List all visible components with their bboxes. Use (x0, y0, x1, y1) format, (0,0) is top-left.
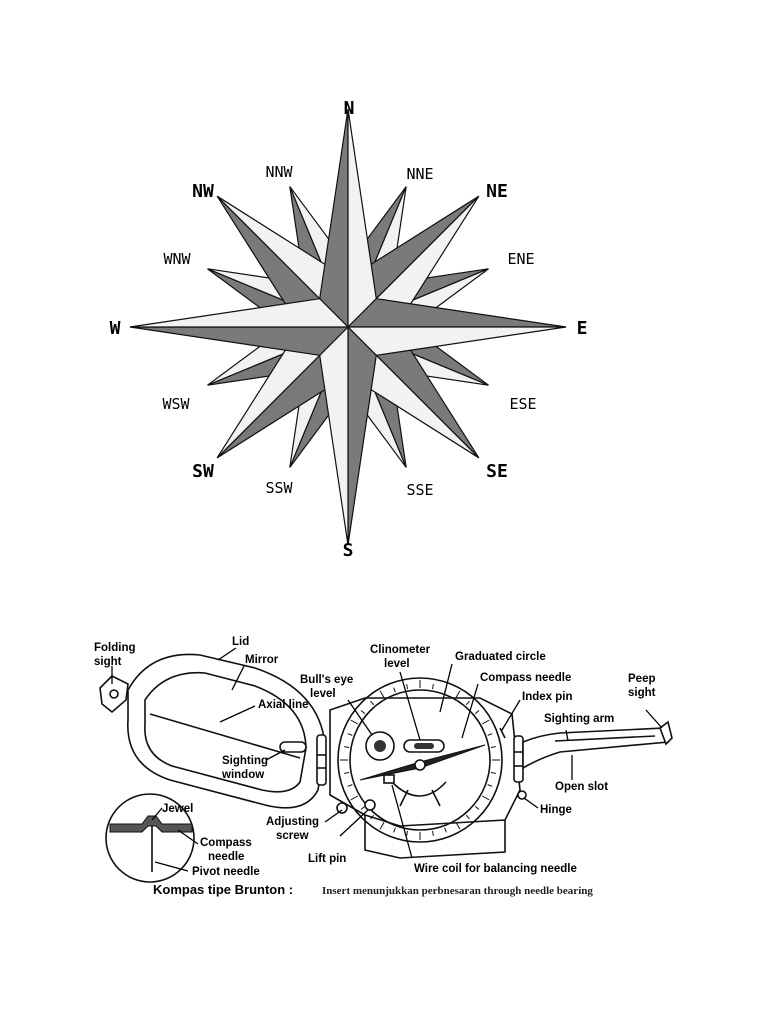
graduated-circle (337, 677, 503, 843)
graduation-tick (350, 719, 358, 725)
graduation-tick (490, 746, 496, 748)
label-w: W (110, 318, 121, 339)
jewel (109, 815, 193, 833)
graduation-tick (393, 827, 396, 833)
graduation-tick (465, 814, 470, 820)
axial-line (149, 713, 301, 759)
graduation-tick (432, 830, 434, 836)
graduation-tick (370, 700, 375, 706)
graduation-tick (406, 684, 408, 690)
graduation-tick (370, 814, 375, 820)
compass-rose (129, 108, 567, 546)
caption-subtitle: Insert menunjukkan perbnesaran through n… (322, 885, 593, 897)
label-ne: NE (486, 181, 508, 202)
label-open-slot: Open slot (555, 781, 608, 793)
label-ese: ESE (509, 395, 536, 413)
cardinal-point-3-left (129, 326, 350, 356)
peep-sight (659, 720, 673, 746)
label-hinge: Hinge (540, 804, 572, 816)
sighting-arm (522, 727, 669, 770)
label-graduated-circle: Graduated circle (455, 651, 546, 663)
label-compass-needle: Compass needle (480, 672, 571, 684)
cardinal-point-1-right (346, 326, 567, 356)
graduation-tick (379, 822, 385, 830)
graduation-tick (487, 784, 493, 787)
graduation-tick (474, 710, 480, 715)
label-lift-pin: Lift pin (308, 853, 346, 865)
graduated-circle-ticks (340, 680, 500, 840)
label-nw: NW (192, 181, 214, 202)
graduation-tick (444, 827, 447, 833)
label-sighting-arm: Sighting arm (544, 713, 614, 725)
label-se: SE (486, 461, 508, 482)
graduation-tick (379, 690, 385, 698)
label-wnw: WNW (163, 250, 191, 268)
label-ssw: SSW (265, 479, 293, 497)
label-wire-coil: Wire coil for balancing needle (414, 863, 577, 875)
graduation-tick (455, 690, 461, 698)
graduation-tick (360, 710, 366, 715)
wire-coil (383, 774, 395, 784)
label-axial-line: Axial line (258, 699, 309, 711)
graduation-tick (432, 684, 434, 690)
graduation-tick (465, 700, 470, 706)
graduation-tick (350, 795, 358, 801)
graduation-tick (360, 805, 366, 810)
hinge-right (513, 735, 524, 783)
label-pivot-needle: Pivot needle (192, 866, 260, 878)
cardinal-point-1-left (346, 298, 567, 328)
adjusting-screw (336, 802, 348, 814)
graduation-tick (406, 830, 408, 836)
open-slot (554, 735, 656, 742)
hinge-left (316, 734, 327, 786)
label-ene: ENE (507, 250, 534, 268)
cardinal-point-2-left (347, 325, 377, 546)
index-pin (499, 727, 506, 739)
label-mirror: Mirror (245, 654, 279, 666)
graduation-tick (487, 733, 493, 736)
graduation-tick (344, 772, 350, 774)
graduation-tick (474, 805, 480, 810)
cardinal-point-0-left (319, 108, 349, 329)
label-sse: SSE (406, 481, 433, 499)
graduation-tick (347, 784, 353, 787)
label-n: N (344, 98, 355, 119)
label-jewel: Jewel (162, 803, 193, 815)
label-nnw: NNW (265, 163, 293, 181)
label-e: E (577, 318, 588, 339)
label-wsw: WSW (162, 395, 190, 413)
cardinal-point-3-right (129, 298, 350, 328)
needle-bearing-inset (105, 793, 195, 883)
caption-title: Kompas tipe Brunton : (153, 882, 293, 897)
graduation-tick (347, 733, 353, 736)
graduation-tick (455, 822, 461, 830)
label-nne: NNE (406, 165, 433, 183)
leader-lines (111, 647, 663, 872)
label-s: S (343, 540, 354, 561)
brunton-compass-drawing (99, 653, 673, 883)
graduation-tick (482, 719, 490, 725)
graduation-tick (482, 795, 490, 801)
lift-pin (364, 799, 376, 811)
label-sw: SW (192, 461, 214, 482)
graduation-tick (393, 687, 396, 693)
cardinal-point-2-right (319, 325, 349, 546)
label-lid: Lid (232, 636, 249, 648)
lid (127, 653, 326, 809)
label-index-pin: Index pin (522, 691, 572, 703)
graduation-tick (490, 772, 496, 774)
sighting-window (279, 741, 307, 753)
graduation-tick (344, 746, 350, 748)
folding-sight (99, 675, 129, 714)
cardinal-point-0-right (347, 108, 377, 329)
